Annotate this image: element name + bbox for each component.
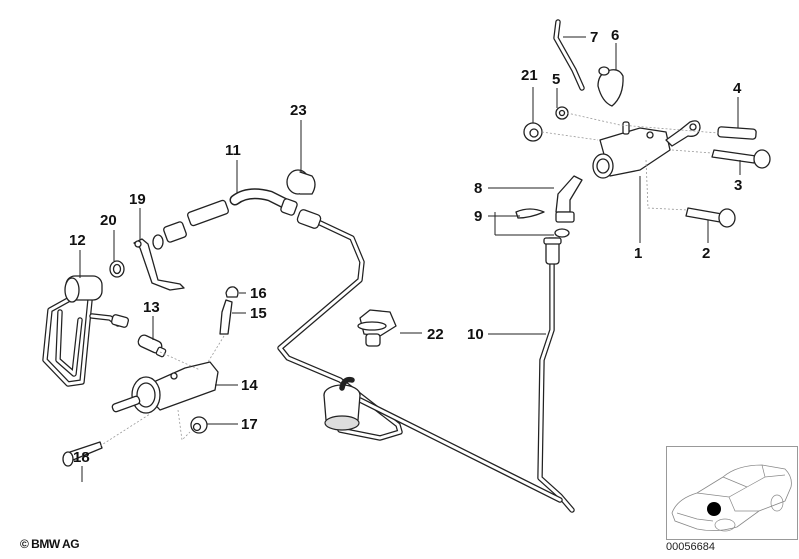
callout-2[interactable]: 2 — [702, 245, 710, 262]
part-1-master-cylinder[interactable] — [592, 120, 701, 179]
callout-11[interactable]: 11 — [225, 142, 241, 159]
part-21-nut[interactable] — [523, 122, 543, 142]
callout-20[interactable]: 20 — [100, 212, 117, 229]
part-11-hose[interactable] — [152, 188, 298, 250]
callout-16[interactable]: 16 — [250, 285, 267, 302]
part-4-pin[interactable] — [717, 126, 757, 140]
callout-18[interactable]: 18 — [73, 449, 90, 466]
diagram-number: 00056684 — [666, 541, 715, 553]
callout-9[interactable]: 9 — [474, 208, 482, 225]
assembly-lines — [99, 112, 719, 447]
callout-10[interactable]: 10 — [467, 326, 484, 343]
callout-labels: 1 2 3 4 5 6 7 8 9 10 11 12 13 14 15 16 1… — [69, 27, 742, 466]
part-18-bolt[interactable] — [62, 441, 103, 467]
leader-lines — [79, 36, 741, 482]
part-12-damper[interactable] — [42, 275, 129, 387]
part-2-bolt[interactable] — [685, 207, 736, 228]
callout-1[interactable]: 1 — [634, 245, 642, 262]
callout-5[interactable]: 5 — [552, 71, 560, 88]
part-9-clamp-seal[interactable] — [515, 208, 570, 238]
part-16-dust-cap[interactable] — [225, 286, 239, 298]
callout-7[interactable]: 7 — [590, 29, 598, 46]
part-10-pipe[interactable] — [537, 237, 575, 513]
callout-12[interactable]: 12 — [69, 232, 86, 249]
main-brake-pipe[interactable] — [277, 209, 563, 503]
callout-6[interactable]: 6 — [611, 27, 619, 44]
callout-3[interactable]: 3 — [734, 177, 742, 194]
location-marker-icon — [707, 502, 721, 516]
callout-14[interactable]: 14 — [241, 377, 258, 394]
part-22-pipe-clip[interactable] — [357, 309, 397, 347]
callout-19[interactable]: 19 — [129, 191, 146, 208]
part-8-elbow[interactable] — [555, 175, 583, 223]
part-7-hose[interactable] — [553, 19, 585, 91]
part-23-cap[interactable] — [286, 169, 316, 195]
copyright-notice: © BMW AG — [20, 537, 80, 551]
vehicle-locator-thumbnail — [666, 446, 798, 540]
callout-4[interactable]: 4 — [733, 80, 742, 97]
callout-8[interactable]: 8 — [474, 180, 482, 197]
part-15-bleed-screw[interactable] — [219, 299, 233, 335]
part-17-nut[interactable] — [190, 416, 208, 434]
callout-21[interactable]: 21 — [521, 67, 538, 84]
callout-13[interactable]: 13 — [143, 299, 160, 316]
part-14-slave-cylinder[interactable] — [111, 361, 219, 414]
part-19-bracket[interactable] — [133, 238, 185, 291]
part-3-bolt[interactable] — [711, 149, 771, 169]
callout-22[interactable]: 22 — [427, 326, 444, 343]
part-20-grommet[interactable] — [109, 260, 125, 278]
part-13-pushrod[interactable] — [137, 333, 167, 358]
part-6-grommet[interactable] — [597, 66, 624, 107]
part-5-clip[interactable] — [555, 106, 569, 120]
car-outline-icon — [671, 464, 792, 532]
callout-23[interactable]: 23 — [290, 102, 307, 119]
callout-15[interactable]: 15 — [250, 305, 267, 322]
callout-17[interactable]: 17 — [241, 416, 258, 433]
